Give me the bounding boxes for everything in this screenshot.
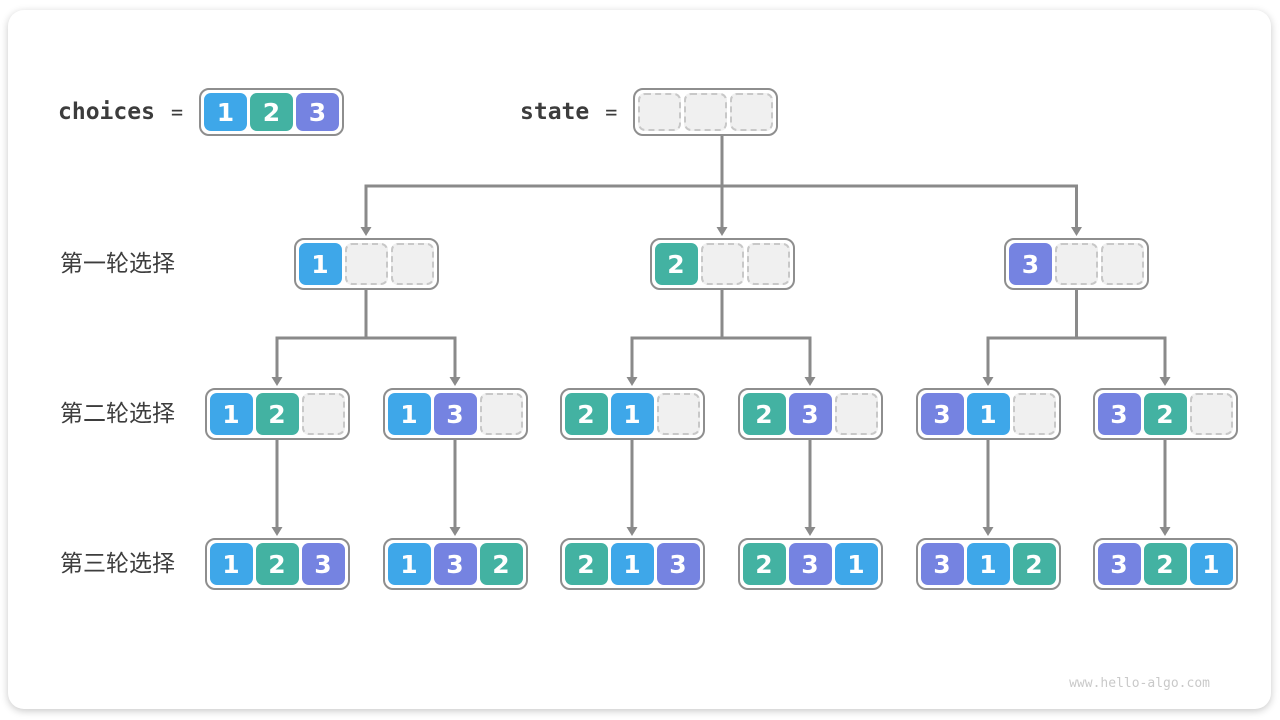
cell-2: 2 [1012, 543, 1056, 585]
choices-equals-sign: = [170, 100, 183, 124]
cell-empty [834, 393, 878, 435]
cell-1: 1 [298, 243, 342, 285]
cell-empty [344, 243, 388, 285]
cell-3: 3 [920, 393, 964, 435]
cell-empty [730, 93, 774, 131]
cell-empty [301, 393, 345, 435]
cell-empty [1101, 243, 1144, 285]
cell-empty [479, 393, 523, 435]
cell-2: 2 [255, 393, 299, 435]
cell-1: 1 [1189, 543, 1233, 585]
cell-3: 3 [1097, 543, 1141, 585]
cell-empty [1055, 243, 1098, 285]
cell-3: 3 [433, 393, 477, 435]
cell-2: 2 [564, 543, 608, 585]
cell-1: 1 [209, 393, 253, 435]
cell-empty [390, 243, 434, 285]
cell-empty [656, 393, 700, 435]
cell-3: 3 [788, 543, 832, 585]
row-label-round-1: 第一轮选择 [60, 251, 175, 277]
row-label-round-2: 第二轮选择 [60, 401, 175, 427]
tree-node-2xx: 2 [649, 238, 795, 290]
state-equals-sign: = [605, 100, 618, 124]
cell-3: 3 [295, 93, 339, 131]
cell-2: 2 [1143, 543, 1187, 585]
cell-2: 2 [742, 543, 786, 585]
cell-2: 2 [249, 93, 293, 131]
cell-empty [700, 243, 744, 285]
cell-2: 2 [479, 543, 523, 585]
cell-empty [684, 93, 728, 131]
cell-3: 3 [1009, 243, 1052, 285]
cell-2: 2 [255, 543, 299, 585]
cell-1: 1 [834, 543, 878, 585]
tree-node-3xx: 3 [1004, 238, 1149, 290]
cell-empty [746, 243, 790, 285]
tree-node-1xx: 1 [293, 238, 439, 290]
cell-3: 3 [920, 543, 964, 585]
choices-label: choices [58, 99, 155, 125]
cell-3: 3 [656, 543, 700, 585]
cell-3: 3 [1097, 393, 1141, 435]
cell-1: 1 [387, 543, 431, 585]
cell-3: 3 [788, 393, 832, 435]
cell-1: 1 [966, 393, 1010, 435]
cell-3: 3 [433, 543, 477, 585]
cell-2: 2 [564, 393, 608, 435]
state-label: state [520, 99, 590, 125]
cell-empty [1012, 393, 1056, 435]
watermark: www.hello-algo.com [1069, 676, 1210, 691]
cell-1: 1 [610, 393, 654, 435]
cell-1: 1 [610, 543, 654, 585]
state-array-box [633, 88, 779, 136]
cell-1: 1 [387, 393, 431, 435]
state-group: state = [520, 88, 779, 136]
cell-1: 1 [209, 543, 253, 585]
row-label-round-3: 第三轮选择 [60, 551, 175, 577]
cell-empty [1189, 393, 1233, 435]
cell-2: 2 [1143, 393, 1187, 435]
cell-3: 3 [301, 543, 345, 585]
cell-empty [638, 93, 682, 131]
cell-1: 1 [966, 543, 1010, 585]
cell-2: 2 [742, 393, 786, 435]
cell-2: 2 [654, 243, 698, 285]
cell-1: 1 [203, 93, 247, 131]
